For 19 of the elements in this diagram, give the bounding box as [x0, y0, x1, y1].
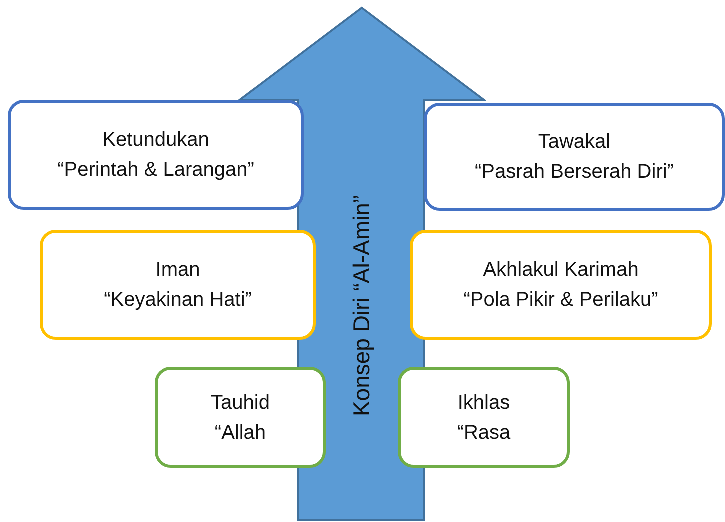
label-box	[8, 100, 304, 210]
box-text: Ketundukan	[102, 128, 210, 153]
label-box	[398, 367, 570, 468]
box-text: Tauhid	[211, 390, 270, 416]
box-text: “Perintah & Larangan”	[58, 158, 254, 183]
box-text: “Keyakinan Hati”	[104, 288, 252, 313]
box-text: “Rasa	[457, 420, 511, 446]
box-text: “Pasrah Berserah Diri”	[475, 160, 674, 185]
label-box	[410, 230, 712, 340]
box-text: Ikhlas	[458, 390, 510, 416]
box-text: Iman	[156, 258, 200, 283]
label-box	[424, 103, 725, 211]
arrow-label: Konsep Diri “Al-Amin”	[348, 195, 376, 417]
box-text: “Pola Pikir & Perilaku”	[464, 288, 658, 313]
box-text: Tawakal	[538, 130, 611, 155]
label-box	[155, 367, 326, 468]
box-text: Akhlakul Karimah	[483, 258, 639, 283]
box-text: “Allah	[214, 420, 266, 446]
label-box	[40, 230, 316, 340]
